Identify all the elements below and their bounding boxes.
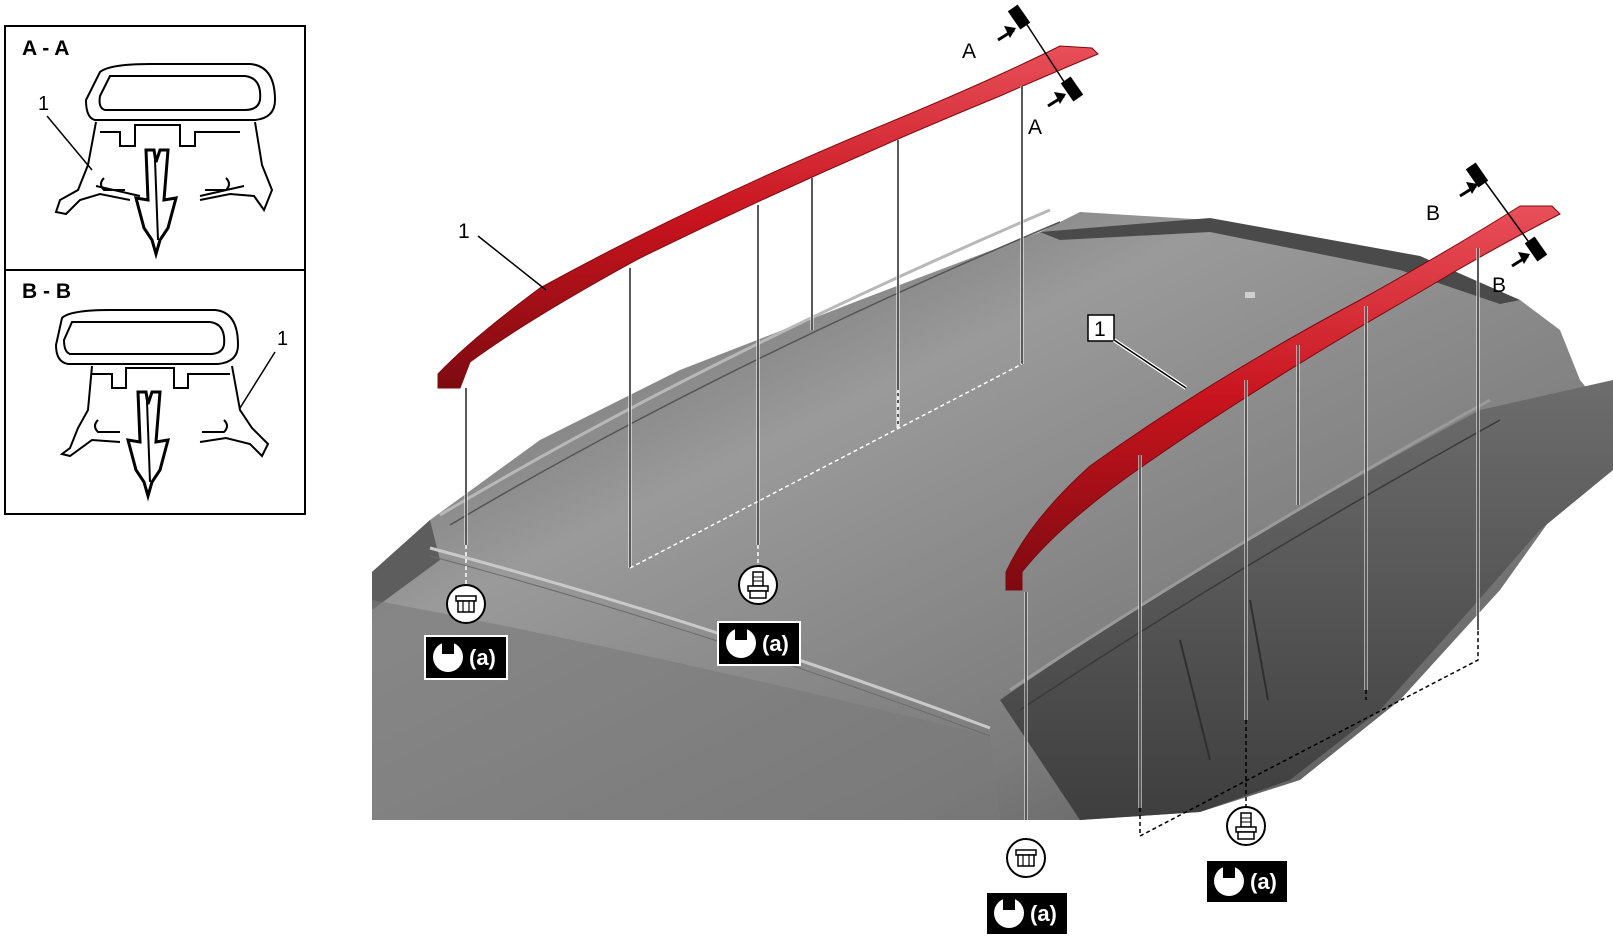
torque-wrench-icon bbox=[433, 640, 463, 672]
section-arrow-icon bbox=[1004, 26, 1016, 38]
vehicle-roof bbox=[372, 208, 1613, 820]
section-b-callout: 1 bbox=[277, 328, 288, 350]
rail-profile-b bbox=[54, 309, 270, 458]
clip-a bbox=[133, 148, 179, 260]
section-mark-a-bottom: A bbox=[1028, 116, 1042, 139]
bolt-icon bbox=[738, 565, 778, 605]
section-view-b: B - B 1 bbox=[4, 269, 306, 515]
torque-badge-left-front: (a) bbox=[424, 635, 508, 680]
section-marker-a: A A bbox=[962, 4, 1084, 139]
section-marker-b: B B bbox=[1426, 162, 1548, 297]
right-rail-callout-number: 1 bbox=[1094, 318, 1106, 341]
clip-b bbox=[125, 390, 171, 502]
rail-profile-a bbox=[54, 63, 277, 216]
right-rail-callout: 1 bbox=[1087, 314, 1188, 390]
section-a-callout: 1 bbox=[38, 93, 49, 115]
torque-wrench-icon bbox=[726, 626, 756, 658]
torque-wrench-icon bbox=[1214, 864, 1244, 896]
section-mark-b-bottom: B bbox=[1492, 274, 1506, 297]
torque-badge-right-front: (a) bbox=[985, 891, 1069, 936]
left-rail-callout-number: 1 bbox=[458, 220, 470, 243]
section-b-title: B - B bbox=[22, 280, 71, 303]
torque-spec: (a) bbox=[469, 645, 496, 670]
section-mark-a-top: A bbox=[962, 40, 976, 63]
bolt-icon bbox=[1226, 806, 1266, 846]
torque-spec: (a) bbox=[1030, 901, 1057, 926]
section-arrow-icon bbox=[1054, 92, 1066, 104]
nut-icon bbox=[446, 584, 486, 624]
torque-spec: (a) bbox=[762, 631, 789, 656]
nut-icon bbox=[1006, 838, 1046, 878]
torque-wrench-icon bbox=[994, 896, 1024, 928]
torque-spec: (a) bbox=[1250, 869, 1277, 894]
section-arrow-icon bbox=[1518, 252, 1530, 264]
torque-badge-left-mid: (a) bbox=[717, 621, 801, 666]
section-a-title: A - A bbox=[22, 37, 69, 60]
section-view-a: A - A 1 bbox=[4, 25, 306, 271]
left-rail-callout: 1 bbox=[458, 220, 547, 291]
section-arrow-icon bbox=[1466, 182, 1478, 194]
section-mark-b-top: B bbox=[1426, 202, 1440, 225]
torque-badge-right-mid: (a) bbox=[1205, 859, 1289, 904]
left-roof-rail bbox=[437, 45, 1099, 389]
